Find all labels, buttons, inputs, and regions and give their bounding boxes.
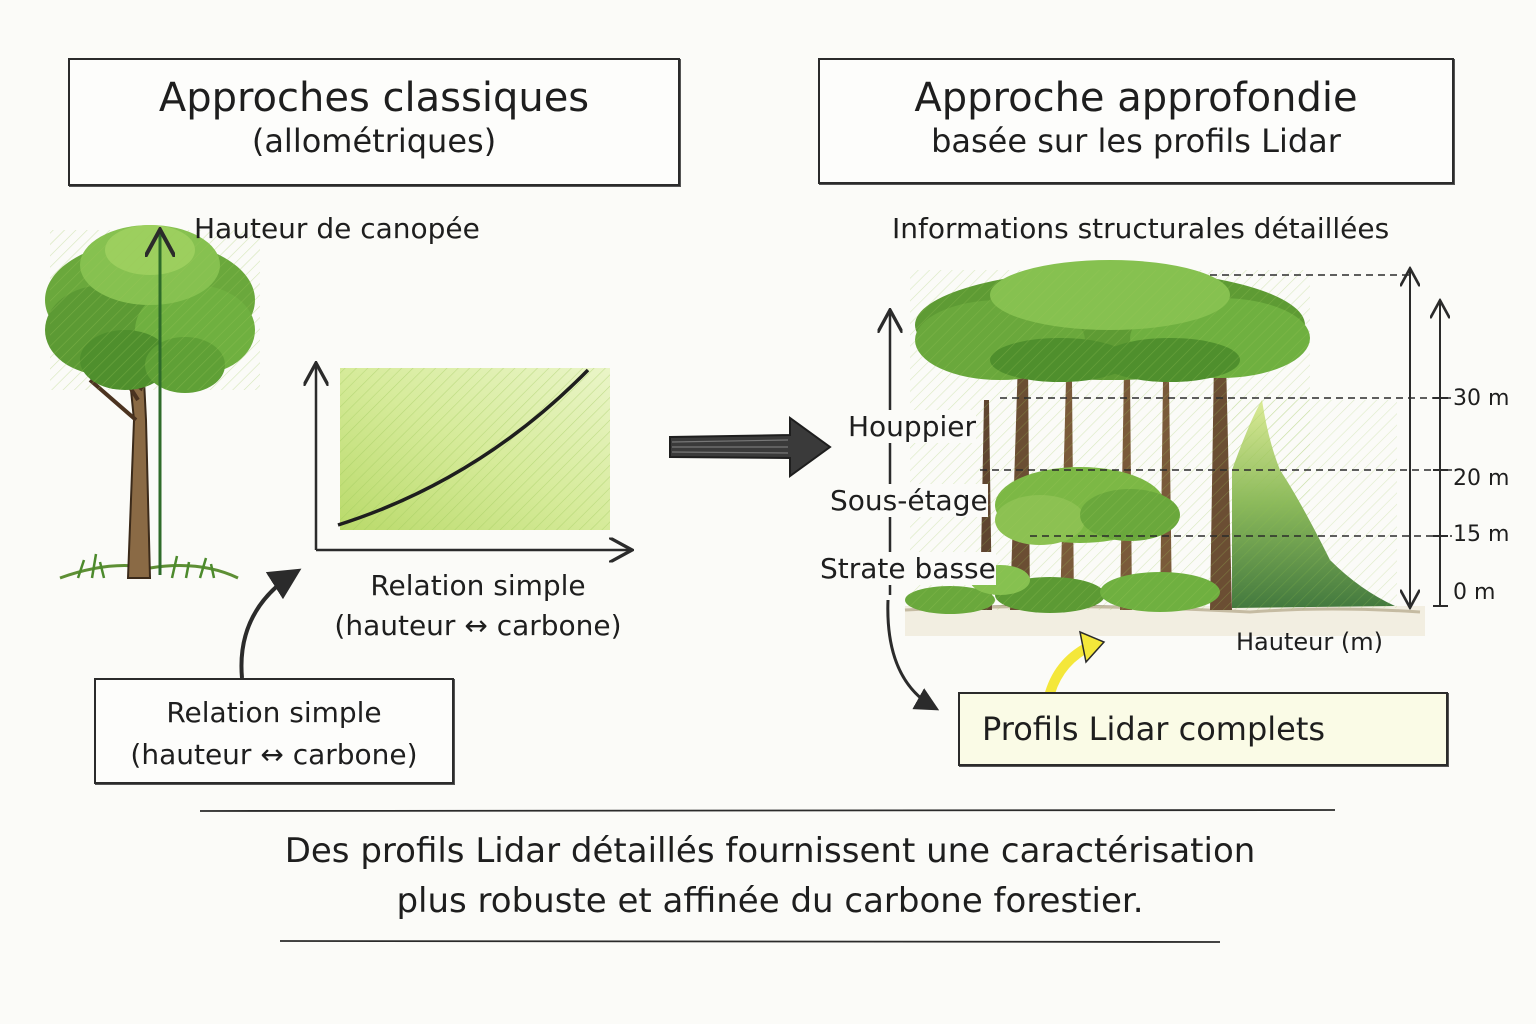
transition-arrow	[669, 416, 832, 478]
simple-relation-box-line2: (hauteur ↔ carbone)	[130, 738, 418, 771]
left-title-line2: (allométriques)	[251, 122, 497, 160]
chart-caption-line2: (hauteur ↔ carbone)	[334, 609, 622, 642]
chart-curve	[337, 368, 590, 527]
tick-0m: 0 m	[1453, 580, 1496, 605]
single-tree-illustration	[45, 225, 260, 580]
tick-20m: 20 m	[1453, 466, 1510, 491]
stratum-crown: Houppier	[848, 410, 976, 443]
chart-caption: Relation simple (hauteur ↔ carbone)	[318, 566, 638, 646]
left-title-box: Approches classiques (allométriques)	[68, 58, 680, 186]
right-title-line2: basée sur les profils Lidar	[931, 122, 1341, 160]
stratum-low: Strate basse	[820, 552, 996, 585]
simple-relation-box-line1: Relation simple	[166, 696, 382, 729]
tick-30m: 30 m	[1453, 386, 1510, 411]
conclusion-text: Des profils Lidar détaillés fournissent …	[200, 826, 1340, 926]
simple-relation-chart	[316, 365, 630, 550]
strata-down-arrow	[886, 599, 940, 711]
separator-bottom	[279, 940, 1221, 943]
tick-15m: 15 m	[1453, 522, 1510, 547]
left-title-line1: Approches classiques	[158, 75, 590, 121]
height-scale-ticks	[1433, 397, 1448, 607]
height-axis-label: Hauteur (m)	[1236, 628, 1383, 656]
right-title-line1: Approche approfondie	[914, 75, 1358, 121]
lidar-profile-hatch	[1232, 400, 1397, 608]
height-dashed-lines	[980, 274, 1452, 537]
separator-top	[199, 809, 1336, 812]
structural-info-label: Informations structurales détaillées	[892, 212, 1390, 245]
conclusion-line1: Des profils Lidar détaillés fournissent …	[284, 831, 1256, 871]
canopy-height-label: Hauteur de canopée	[194, 212, 480, 245]
stratum-understory: Sous-étage	[830, 484, 988, 517]
right-title-box: Approche approfondie basée sur les profi…	[818, 58, 1454, 184]
box-to-chart-arrow	[239, 568, 302, 679]
chart-caption-line1: Relation simple	[370, 569, 586, 602]
lidar-profiles-box-text: Profils Lidar complets	[982, 710, 1326, 748]
conclusion-line2: plus robuste et affinée du carbone fores…	[396, 881, 1144, 921]
lidar-profiles-box: Profils Lidar complets	[958, 692, 1448, 766]
simple-relation-box: Relation simple (hauteur ↔ carbone)	[94, 678, 454, 784]
profile-highlight-arrowhead	[1078, 630, 1106, 664]
